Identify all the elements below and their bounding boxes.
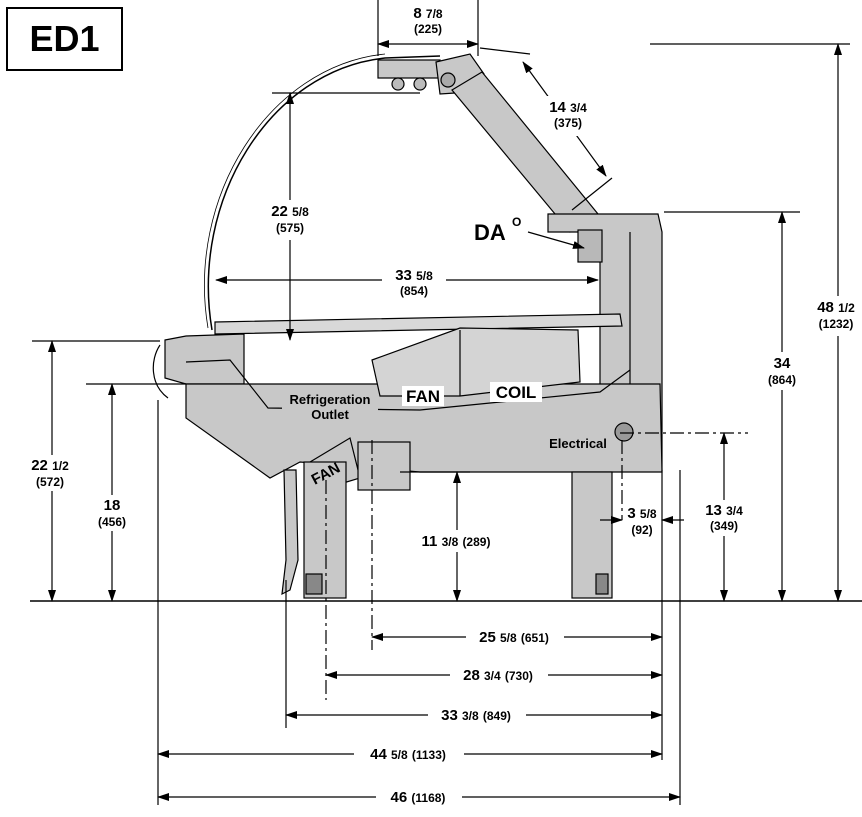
front-panel [164, 333, 245, 385]
dim-22-5-8: 22 5/8 [271, 203, 309, 220]
dim-34-metric: (864) [768, 373, 796, 387]
dim-33-3-8: 33 3/8 (849) [441, 707, 511, 724]
dim-28-3-4: 28 3/4 (730) [463, 667, 533, 684]
dim-25-5-8: 25 5/8 (651) [479, 629, 549, 646]
dim-22-5-8-metric: (575) [276, 221, 304, 235]
model-title-box: ED1 [6, 7, 123, 71]
dim-8-7-8-metric: (225) [414, 22, 442, 36]
dim-3-5-8: 3 5/8 [627, 505, 657, 522]
drain-drape [281, 469, 299, 596]
outlet-label: Outlet [311, 407, 349, 422]
fan-coil-housing [371, 327, 581, 397]
dim-46: 46 (1168) [391, 789, 446, 806]
dim-44-5-8: 44 5/8 (1133) [370, 746, 446, 763]
fan-upper-label: FAN [406, 387, 440, 406]
dim-14-3-4-metric: (375) [554, 116, 582, 130]
coil-label: COIL [496, 383, 537, 402]
da-superscript: O [512, 215, 521, 229]
electrical-box [614, 422, 634, 442]
label-backgrounds [14, 0, 860, 808]
dim-18-metric: (456) [98, 515, 126, 529]
dim-33-5-8: 33 5/8 [395, 267, 433, 284]
dim-33-5-8-metric: (854) [400, 284, 428, 298]
dim-34: 34 [774, 355, 791, 372]
dim-22-1-2: 22 1/2 [31, 457, 69, 474]
dim-3-5-8-metric: (92) [631, 523, 652, 537]
da-label: DA [474, 220, 506, 245]
display-deck [214, 313, 623, 335]
electrical-label: Electrical [549, 436, 607, 451]
dim-13-3-4: 13 3/4 [705, 502, 743, 519]
dim-48-1-2: 48 1/2 [817, 299, 855, 316]
model-title: ED1 [29, 18, 100, 59]
dim-14-3-4: 14 3/4 [549, 99, 587, 116]
dim-22-1-2-metric: (572) [36, 475, 64, 489]
curved-glass [207, 55, 441, 331]
refrigeration-label: Refrigeration [290, 392, 371, 407]
dim-11-3-8: 11 3/8 (289) [422, 533, 491, 550]
dim-8-7-8: 8 7/8 [413, 5, 443, 22]
dim-18: 18 [104, 497, 121, 514]
dim-48-1-2-metric: (1232) [819, 317, 854, 331]
dim-13-3-4-metric: (349) [710, 519, 738, 533]
